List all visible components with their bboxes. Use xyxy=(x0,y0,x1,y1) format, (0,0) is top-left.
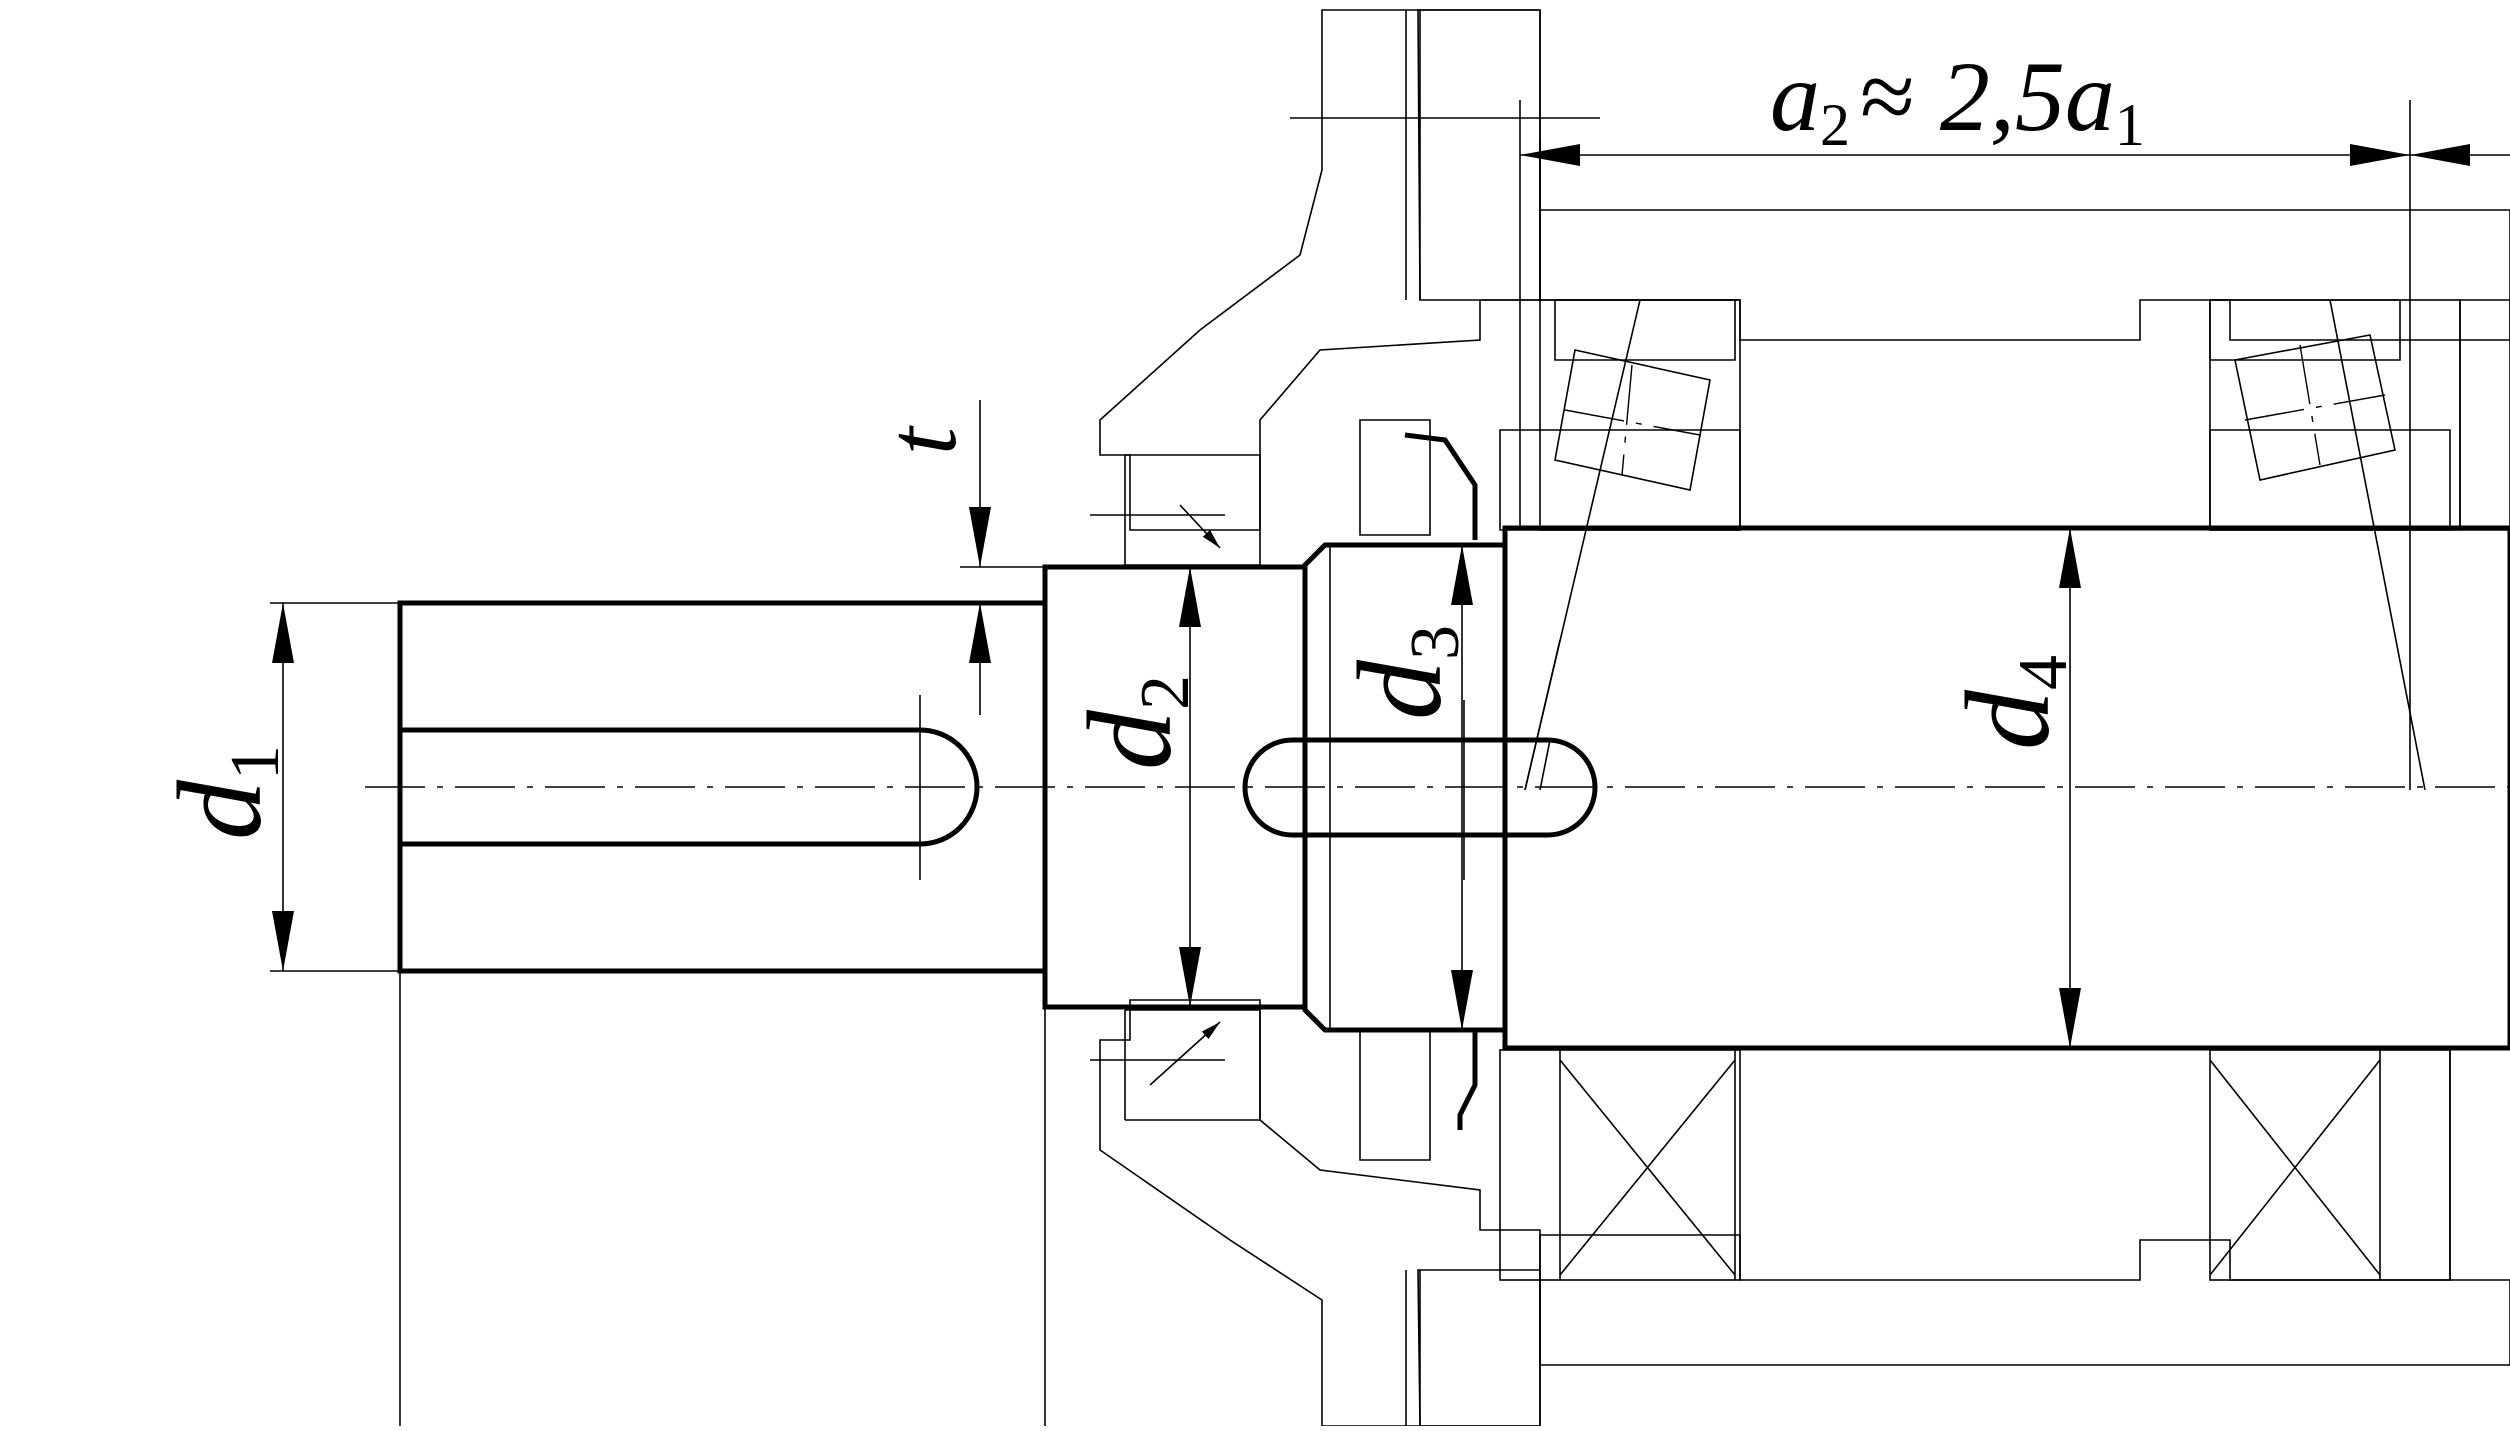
housing-cover-top xyxy=(1099,9,1600,531)
svg-text:t: t xyxy=(866,425,977,455)
seal-lip-top xyxy=(1404,432,1478,540)
seal-lip-bottom xyxy=(1457,1030,1478,1130)
label-a2-formula: a2≈ 2,5a1 xyxy=(1770,41,2145,158)
bearing-left-top xyxy=(1499,299,1741,791)
seal-housing xyxy=(1090,419,1431,1161)
label-d1: d1 xyxy=(153,745,294,840)
bearing-right-top xyxy=(2209,299,2510,791)
svg-text:d2: d2 xyxy=(1063,675,1204,770)
label-d3: d3 xyxy=(1333,625,1474,720)
svg-text:d3: d3 xyxy=(1333,625,1474,720)
shaft xyxy=(397,525,2510,1051)
svg-text:d4: d4 xyxy=(1941,655,2082,750)
bearing-left-bottom xyxy=(1499,1049,1741,1281)
label-d4: d4 xyxy=(1941,655,2082,750)
label-d2: d2 xyxy=(1063,675,1204,770)
housing-wall-top xyxy=(1539,140,2510,341)
svg-text:a2≈ 2,5a1: a2≈ 2,5a1 xyxy=(1770,41,2145,158)
label-t: t xyxy=(866,425,977,455)
svg-text:d1: d1 xyxy=(153,745,294,840)
bearing-right-bottom xyxy=(2209,1049,2451,1281)
